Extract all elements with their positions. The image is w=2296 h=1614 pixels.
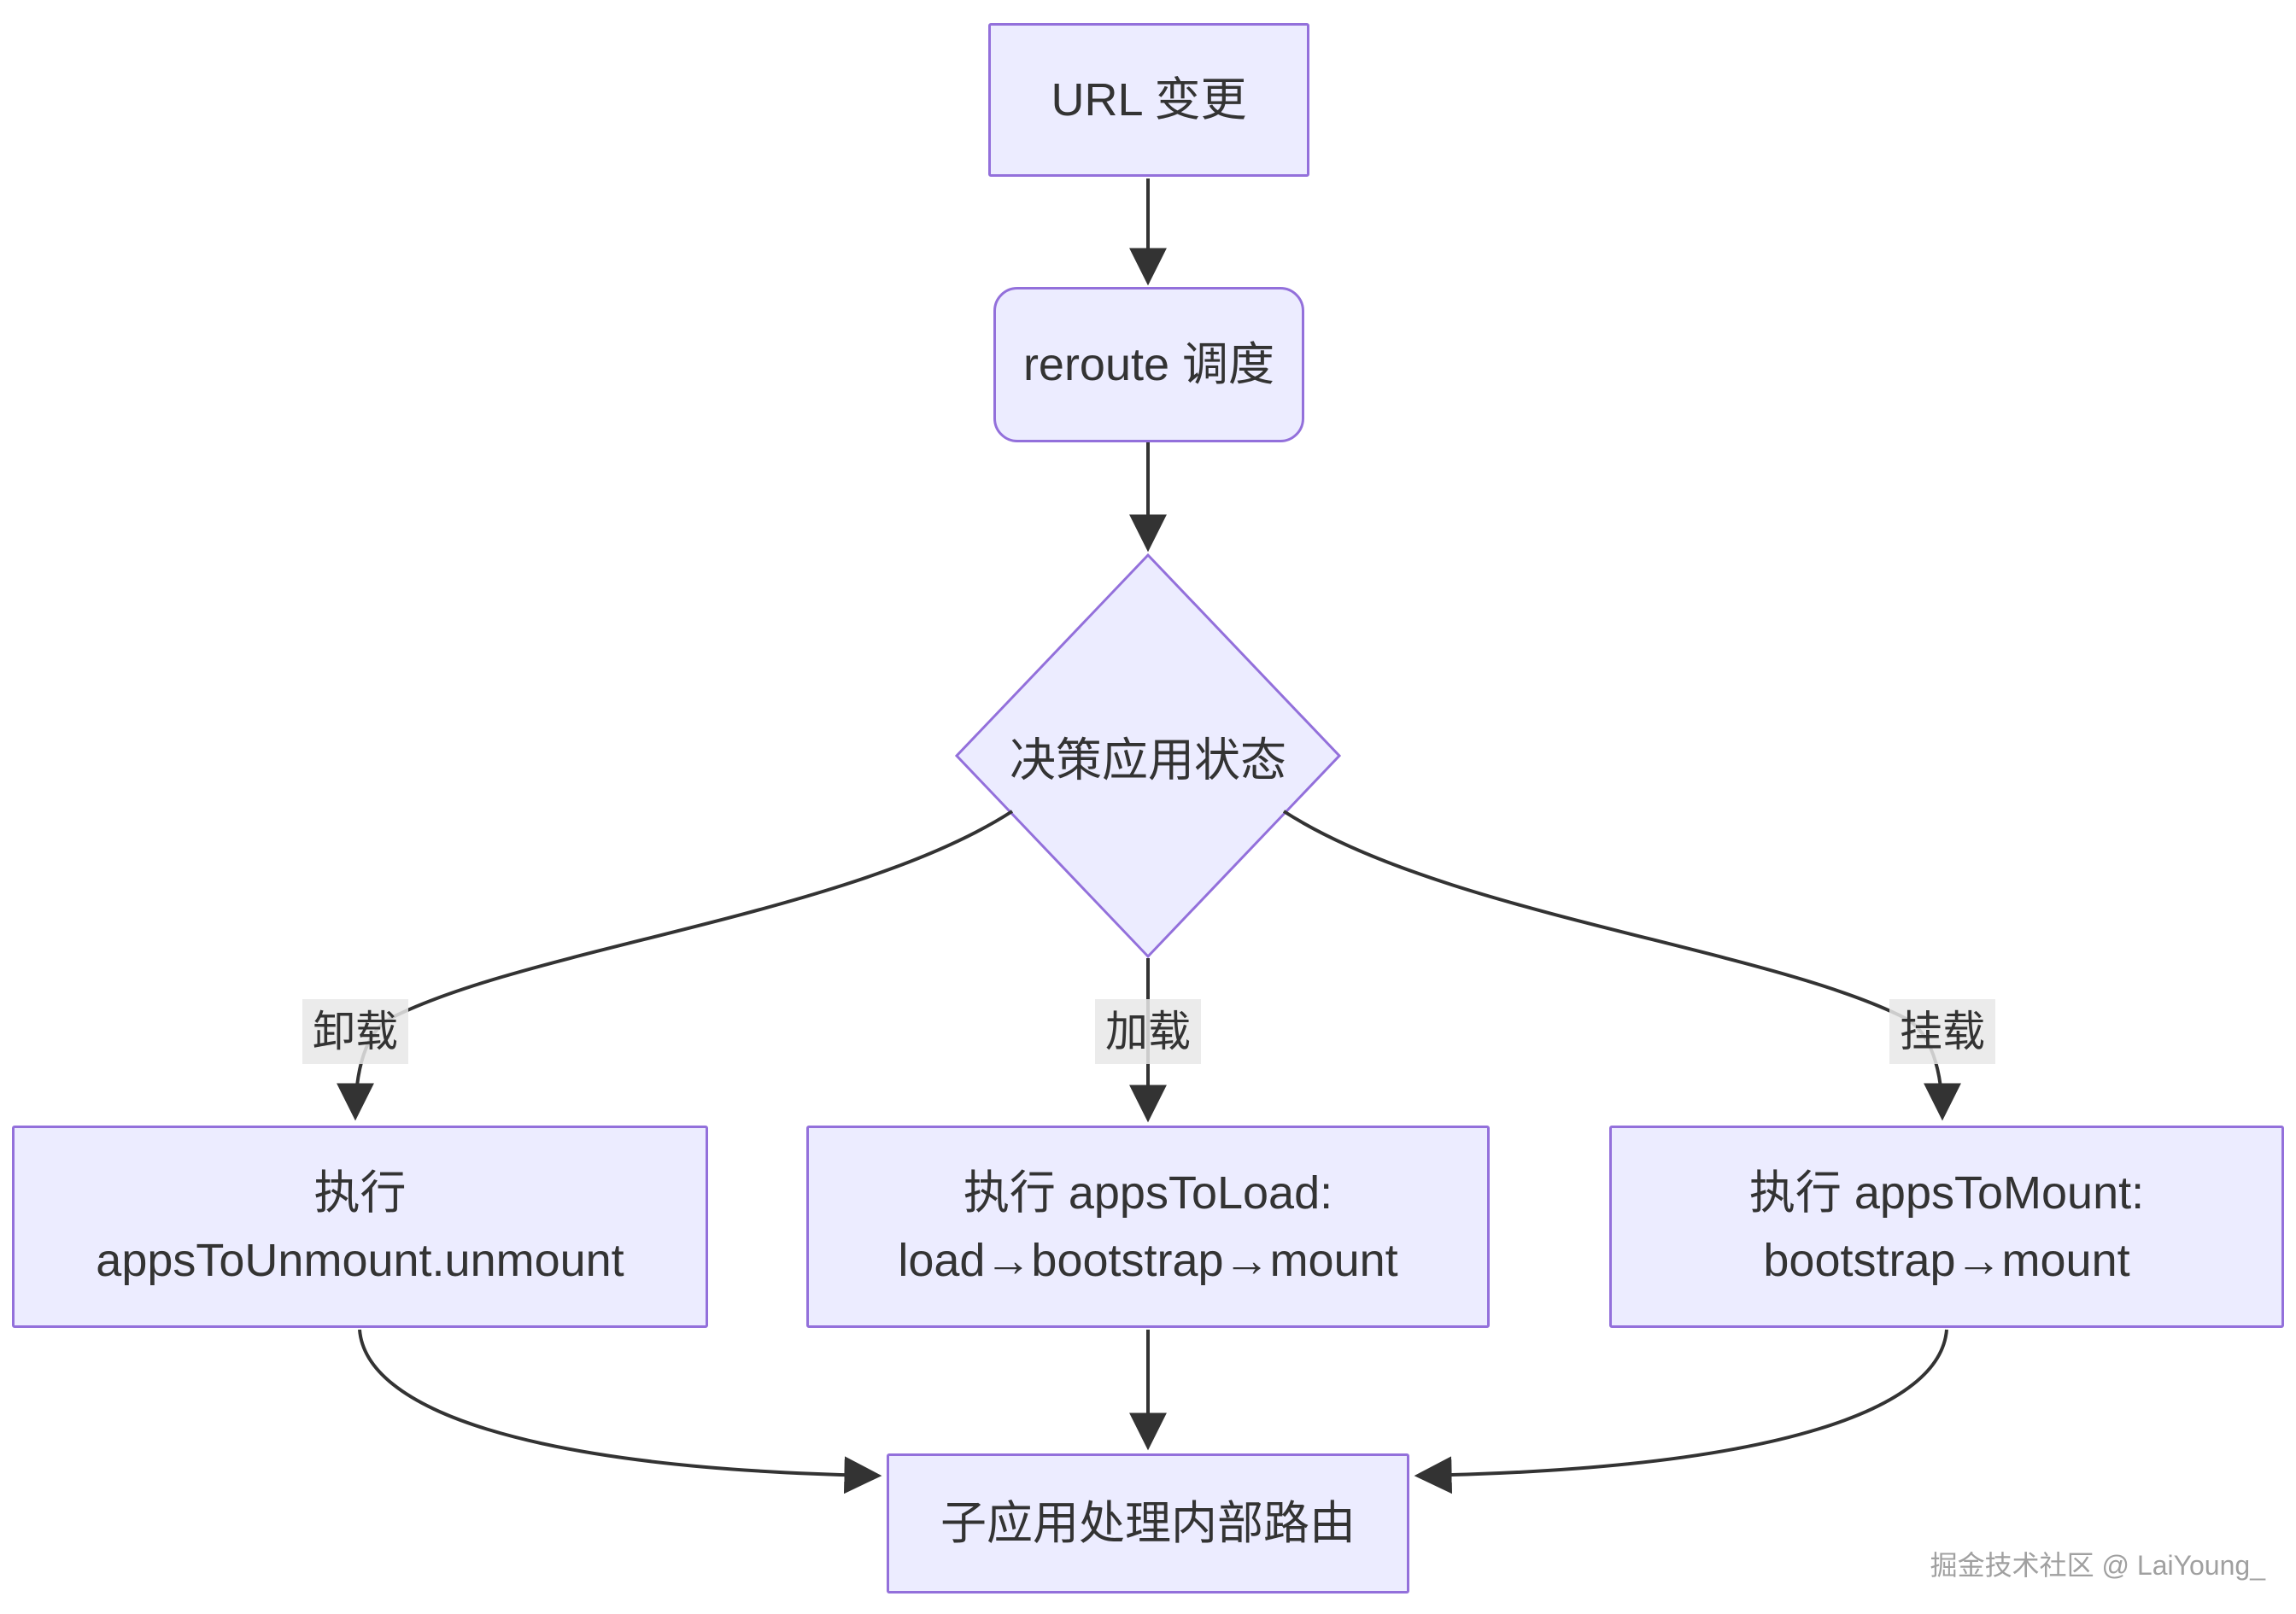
node-subapp-routing: 子应用处理内部路由 <box>887 1453 1409 1594</box>
node-apps-to-mount-line2: bootstrap→mount <box>1763 1234 2130 1286</box>
node-apps-to-mount: 执行 appsToMount: bootstrap→mount <box>1609 1126 2284 1328</box>
node-reroute-label: reroute 调度 <box>1022 338 1275 390</box>
watermark: 掘金技术社区 @ LaiYoung_ <box>1930 1550 2265 1581</box>
node-url-change: URL 变更 <box>988 23 1309 177</box>
node-url-change-label: URL 变更 <box>1051 73 1247 126</box>
decision-diamond-label: 决策应用状态 <box>1010 734 1286 787</box>
edge-mount-to-subapp <box>1414 1329 1948 1494</box>
node-apps-to-load-line1: 执行 appsToLoad: <box>963 1167 1333 1219</box>
node-apps-to-unmount-line2: appsToUnmount.unmount <box>96 1234 624 1286</box>
edge-label-unload: 卸载 <box>302 999 408 1064</box>
edge-decision-to-mount <box>1282 810 1961 1121</box>
node-subapp-routing-label: 子应用处理内部路由 <box>940 1497 1356 1549</box>
decision-diamond-shape <box>954 553 1342 959</box>
edge-label-mount: 挂载 <box>1889 999 1995 1064</box>
edge-label-load: 加载 <box>1095 999 1201 1064</box>
node-apps-to-load: 执行 appsToLoad: load→bootstrap→mount <box>806 1126 1490 1328</box>
node-apps-to-load-line2: load→bootstrap→mount <box>898 1234 1398 1286</box>
edge-unmount-to-subapp <box>358 1329 882 1494</box>
node-apps-to-mount-line1: 执行 appsToMount: <box>1748 1167 2145 1219</box>
node-reroute: reroute 调度 <box>993 287 1304 442</box>
edge-decision-to-unmount <box>337 810 1014 1121</box>
node-apps-to-unmount-line1: 执行 <box>313 1167 407 1219</box>
node-apps-to-unmount: 执行 appsToUnmount.unmount <box>12 1126 708 1328</box>
